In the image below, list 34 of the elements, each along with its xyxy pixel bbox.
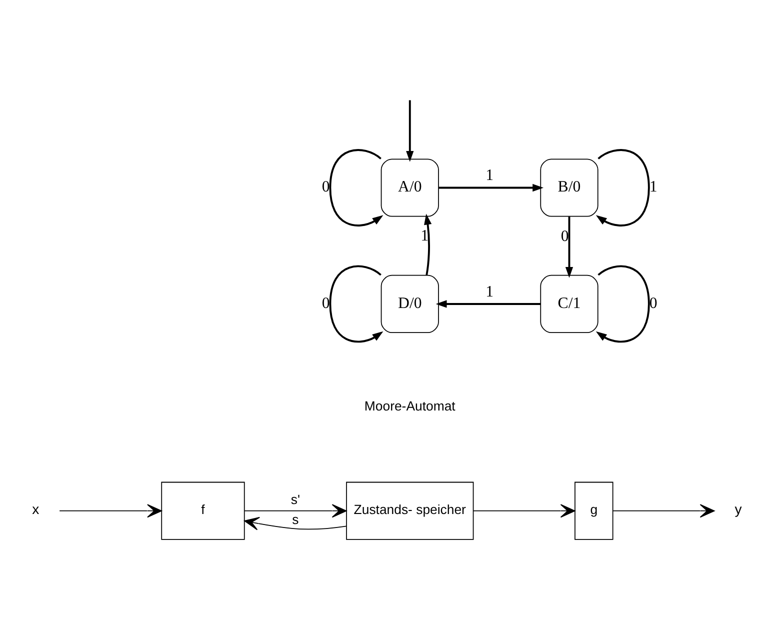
edge-label: 0 (560, 228, 569, 246)
arrow (473, 504, 576, 518)
arrow (596, 149, 650, 226)
edge-label: 1 (649, 178, 658, 196)
node-box: D/0 (380, 274, 439, 334)
edge-label: 0 (322, 178, 330, 196)
edge-label: s (292, 512, 299, 528)
arrow (329, 265, 384, 343)
arrow (244, 504, 347, 518)
arrow (612, 504, 715, 518)
arrow (436, 300, 541, 308)
node-box: Zustands- speicher (346, 482, 474, 540)
node-text: x (32, 501, 40, 518)
edge-label: 0 (649, 294, 658, 312)
arrow (438, 184, 544, 192)
node-box: f (161, 482, 245, 540)
arrow (244, 516, 347, 530)
arrow (565, 216, 574, 278)
edge-label: s' (290, 492, 300, 507)
arrow (329, 149, 384, 226)
arrow (59, 504, 162, 518)
arrow (406, 100, 414, 162)
node-box: B/0 (540, 158, 598, 217)
arrow (596, 265, 650, 343)
node-box: C/1 (540, 274, 598, 334)
edge-label: 1 (420, 228, 429, 245)
edge-label: 1 (486, 283, 494, 300)
arrow (424, 214, 432, 276)
node-box: A/0 (380, 158, 439, 217)
edge-label: 0 (322, 294, 330, 312)
node-text: y (734, 501, 742, 518)
edge-label: 1 (486, 167, 494, 184)
label: Moore-Automat (364, 398, 456, 414)
node-box: g (574, 482, 614, 540)
